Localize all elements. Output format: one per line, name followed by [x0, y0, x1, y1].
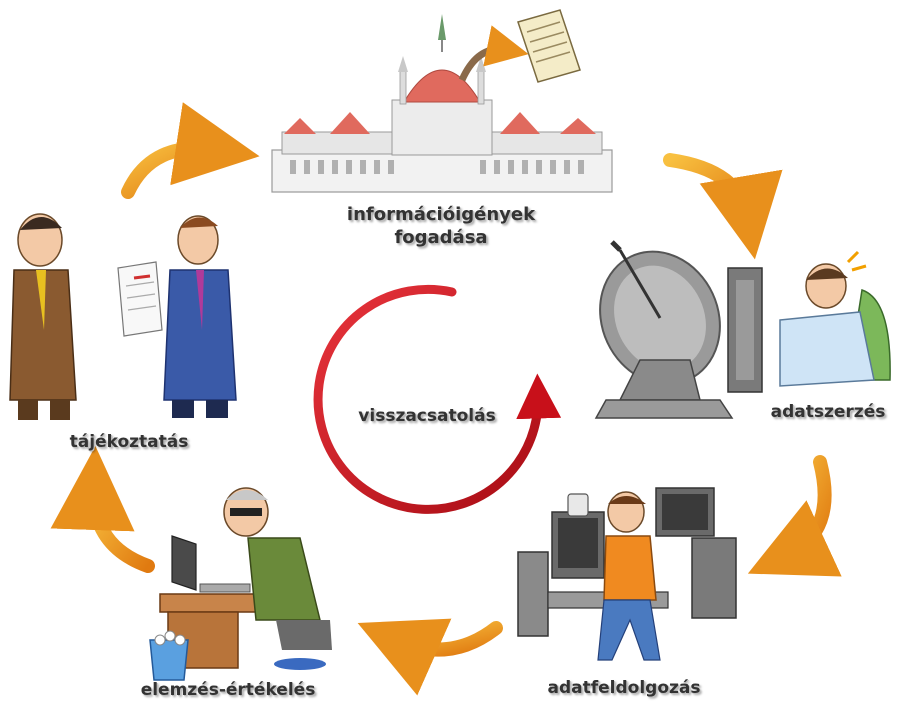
arrow-analysis-to-briefing [50, 446, 155, 573]
output-arrow [458, 25, 529, 82]
arrow-acquisition-to-processing [747, 455, 842, 577]
document-icon [517, 9, 581, 83]
analysis-illustration [149, 487, 332, 681]
label-acquisition: adatszerzés [770, 402, 886, 422]
arrow-info-to-acquisition [663, 153, 783, 260]
processing-illustration [517, 487, 737, 661]
label-briefing: tájékoztatás [69, 432, 189, 452]
arrow-briefing-to-info [121, 102, 260, 199]
label-analysis: elemzés-értékelés [140, 680, 316, 700]
arrow-processing-to-analysis [357, 618, 503, 696]
label-processing: adatfeldolgozás [547, 678, 701, 698]
label-info-line2: fogadása [394, 227, 488, 248]
feedback-loop-arrow [313, 284, 562, 514]
briefing-illustration [9, 213, 237, 420]
label-info-line1: információigények [346, 204, 536, 225]
cycle-arrows [50, 102, 842, 696]
acquisition-illustration [594, 240, 891, 419]
label-info-requirements: információigények fogadása [338, 203, 544, 249]
label-feedback: visszacsatolás [358, 406, 496, 426]
